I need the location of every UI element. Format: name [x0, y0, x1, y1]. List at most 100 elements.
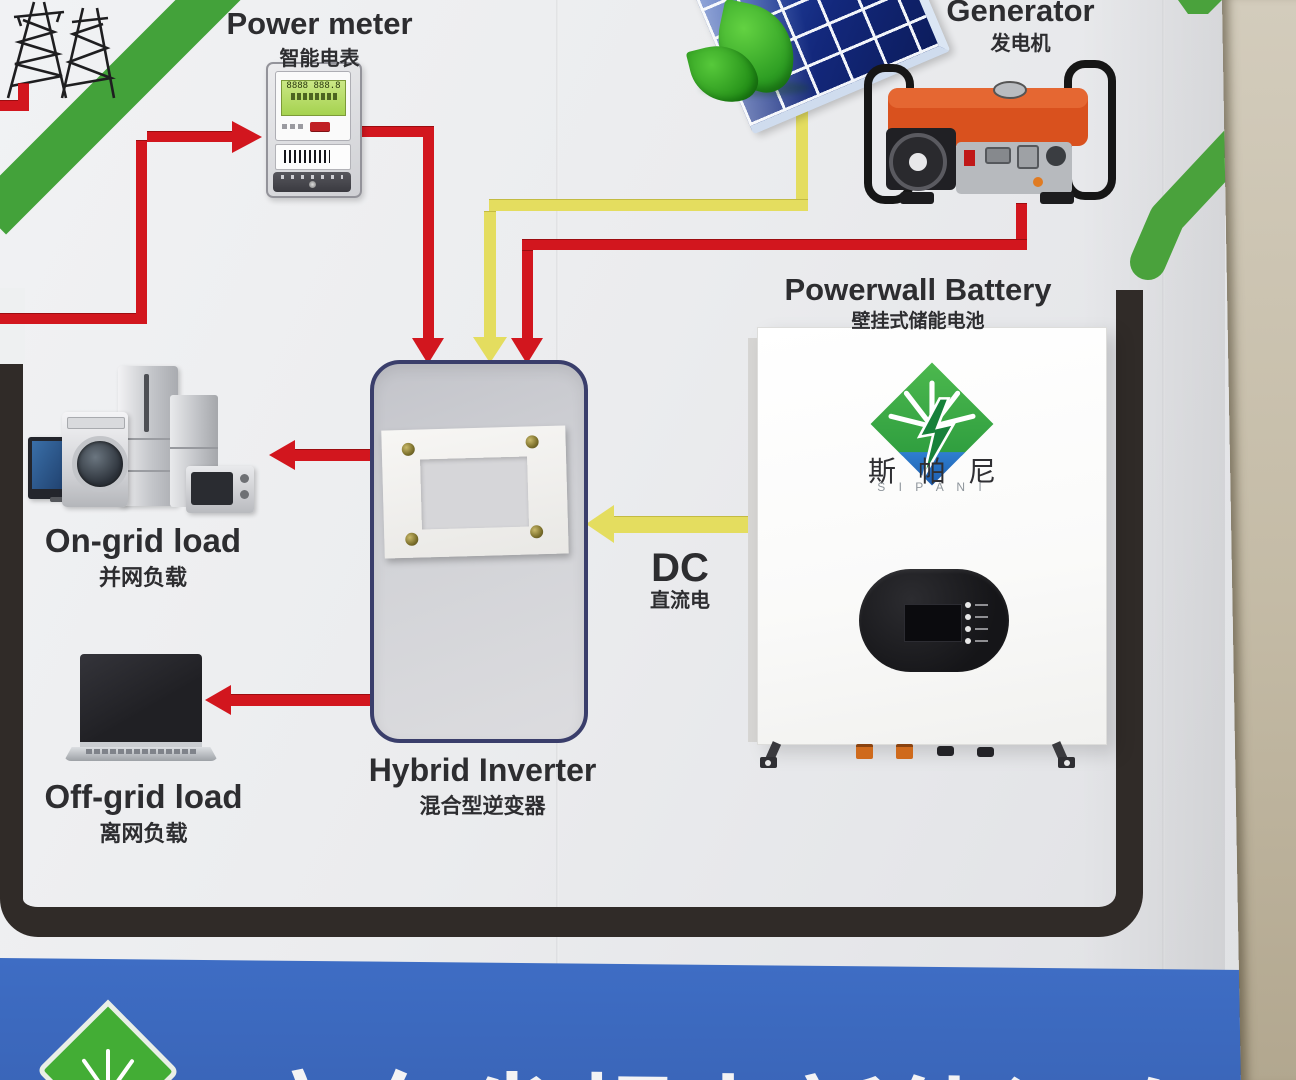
wire-grid-stub — [0, 100, 18, 111]
dc-label-zh: 直流电 — [650, 590, 710, 612]
meter-upper-panel: 8888 888.8 — [275, 71, 351, 141]
arrowhead-into-offgrid — [205, 685, 231, 715]
fridge-handle — [144, 374, 149, 432]
meter-reading-row2 — [290, 93, 337, 100]
barcode — [284, 150, 330, 163]
dc-label-en: DC — [651, 546, 709, 590]
terminal-dots — [281, 175, 343, 179]
offgrid-label-en: Off-grid load — [44, 778, 243, 815]
bracket-hole — [765, 760, 771, 766]
powerwall-label-en: Powerwall Battery — [784, 272, 1052, 307]
powerwall-battery: 斯帕尼 S I P A N I — [757, 327, 1107, 745]
power-meter-label-en: Power meter — [226, 6, 413, 41]
arrowhead-into-ongrid — [269, 440, 295, 470]
washer-door — [72, 436, 128, 492]
fridge-split — [118, 470, 178, 472]
battery-connector-black — [937, 746, 954, 756]
microwave — [186, 466, 254, 513]
wire-grid-to-meter — [147, 131, 232, 142]
ongrid-label-zh: 并网负载 — [98, 565, 187, 590]
microwave-window — [191, 472, 233, 505]
meter-red-button — [310, 122, 330, 131]
wire-solar-to-inverter — [489, 199, 808, 211]
wire-meter-to-inverter — [423, 126, 434, 340]
freezer-split — [170, 447, 218, 449]
meter-reading: 8888 888.8 — [286, 81, 341, 91]
meter-button-row — [282, 124, 304, 129]
company-name: 广东省超电新能源有限公司 — [245, 1036, 1296, 1080]
offgrid-label-zh: 离网负载 — [99, 821, 188, 846]
mount-screw — [401, 442, 415, 457]
wire-grid-stub — [18, 83, 29, 111]
ongrid-label-en: On-grid load — [44, 522, 242, 559]
wire-solar-to-inverter — [484, 211, 496, 339]
washing-machine — [62, 412, 128, 507]
mount-plate-cutout — [420, 456, 529, 530]
laptop-keyboard — [86, 749, 196, 754]
green-corner-stripe — [1130, 122, 1250, 280]
brand-name-zh: 斯帕尼 — [867, 456, 1018, 487]
wire-generator-to-inverter — [1016, 203, 1027, 245]
mount-screw — [405, 532, 419, 546]
fridge — [118, 366, 178, 506]
battery-lcd — [904, 604, 962, 642]
wire-inverter-to-offgrid — [230, 694, 374, 706]
terminal-screw — [309, 181, 316, 188]
led-label — [975, 640, 988, 642]
wire-inverter-to-ongrid — [294, 449, 374, 461]
status-led — [965, 602, 971, 608]
fridge-split — [118, 438, 178, 440]
led-label — [975, 628, 988, 630]
company-logo — [39, 999, 177, 1080]
diagram-frame — [0, 290, 1143, 937]
meter-lcd: 8888 888.8 — [281, 80, 346, 116]
status-led — [965, 614, 971, 620]
hybrid-inverter-label-en: Hybrid Inverter — [368, 752, 597, 788]
power-meter-label-zh: 智能电表 — [279, 48, 360, 70]
frame-mask — [0, 288, 25, 364]
brand-name-en: S I P A N I — [877, 480, 987, 494]
sipani-logo — [870, 362, 994, 486]
power-meter-device: 8888 888.8 — [266, 62, 362, 198]
wall — [1222, 0, 1296, 1080]
battery-side-face — [748, 338, 758, 742]
microwave-knob — [240, 490, 249, 499]
transmission-towers-icon — [6, 1, 116, 99]
generator-device — [864, 60, 1116, 204]
generator-label-zh: 发电机 — [990, 33, 1051, 55]
company-band: 广东省超电新能源有限公司 — [0, 958, 1296, 1080]
arrowhead-into-meter — [232, 121, 262, 153]
mount-screw — [529, 525, 544, 539]
microwave-knob — [240, 474, 249, 483]
laptop-screen — [80, 654, 202, 747]
wire-grid-to-meter — [0, 313, 147, 324]
battery-bracket-foot — [760, 757, 777, 768]
arrowhead-into-inverter-left — [412, 338, 444, 364]
washer-panel — [67, 417, 125, 429]
battery-connector-orange — [856, 744, 873, 759]
battery-connector-orange — [896, 744, 913, 759]
led-label — [975, 604, 988, 606]
meter-barcode-panel — [275, 144, 351, 170]
inverter-mount-plate — [381, 425, 569, 559]
wire-solar-to-inverter — [796, 94, 808, 206]
arrowhead-dc-into-inverter — [586, 505, 614, 543]
wire-meter-to-inverter — [360, 126, 434, 137]
led-label — [975, 616, 988, 618]
wire-generator-to-inverter — [522, 250, 533, 340]
green-corner-fragment — [1178, 0, 1222, 14]
mount-screw — [525, 435, 539, 449]
hybrid-inverter-label-zh: 混合型逆变器 — [419, 795, 546, 818]
poster-fold-line — [1162, 0, 1165, 1080]
arrowhead-into-inverter-right — [511, 338, 543, 364]
arrowhead-solar-into-inverter — [473, 337, 507, 363]
status-led — [965, 638, 971, 644]
battery-control-panel — [859, 569, 1009, 672]
wire-dc-link — [612, 516, 758, 533]
battery-bracket-foot — [1058, 757, 1075, 768]
status-led — [965, 626, 971, 632]
bracket-hole — [1064, 760, 1070, 766]
powerwall-label-zh: 壁挂式储能电池 — [851, 311, 985, 332]
wire-generator-to-inverter — [522, 239, 1027, 250]
